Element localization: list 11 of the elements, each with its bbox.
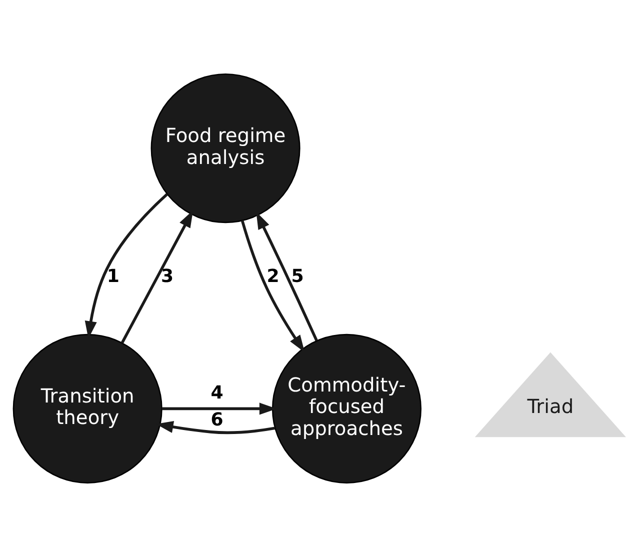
edge-label: 6 <box>210 409 224 430</box>
edge-label: 3 <box>161 265 174 286</box>
edge-label: 2 <box>266 265 280 286</box>
arrow <box>84 192 168 338</box>
node-circle: Food regime analysis <box>150 73 300 223</box>
edge-label: 4 <box>210 382 224 404</box>
arrow <box>240 220 305 352</box>
edge-label: 5 <box>291 265 304 286</box>
edge-label: 1 <box>106 265 120 286</box>
node-circle: Transition theory <box>12 333 162 483</box>
arrow <box>256 211 318 341</box>
